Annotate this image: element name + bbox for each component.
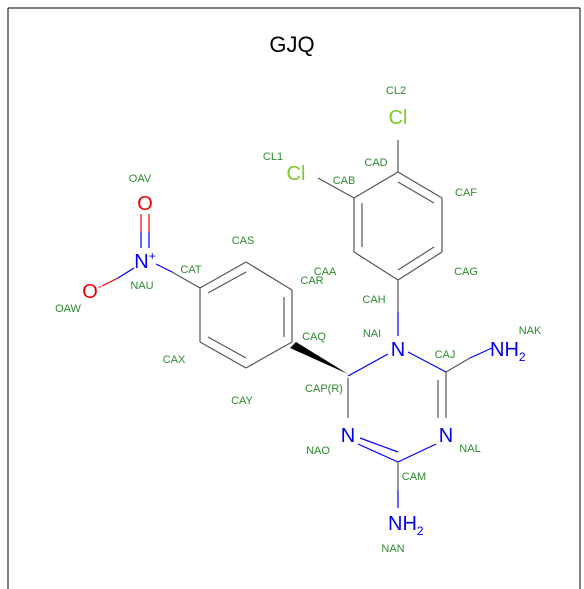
label-caj: CAJ: [435, 349, 456, 361]
label-cas: CAS: [232, 235, 255, 247]
label-cay: CAY: [231, 395, 253, 407]
label-caa: CAA: [314, 266, 337, 278]
atom-nh2-top: NH2: [490, 339, 526, 364]
label-nan: NAN: [381, 543, 404, 555]
atom-o-double: O: [137, 193, 153, 215]
label-cab: CAB: [333, 175, 356, 187]
label-cad: CAD: [364, 157, 387, 169]
label-nai: NAI: [363, 328, 381, 340]
atom-cl1: Cl: [287, 163, 306, 185]
diagram-title: GJQ: [269, 32, 314, 57]
label-cax: CAX: [163, 354, 186, 366]
label-cat: CAT: [180, 264, 201, 276]
label-nal: NAL: [459, 443, 480, 455]
label-oav: OAV: [129, 173, 152, 185]
atom-n-right: N: [439, 425, 453, 447]
atom-n-left: N: [341, 425, 355, 447]
label-caf: CAF: [455, 187, 477, 199]
label-cah: CAH: [362, 294, 385, 306]
label-car: CAR: [300, 275, 323, 287]
label-nao: NAO: [306, 445, 330, 457]
wedge-bond: [290, 342, 348, 374]
atom-nh2-bottom: NH2: [388, 513, 424, 538]
atom-n-plus: N+: [134, 249, 155, 273]
dichlorophenyl-ring: [353, 171, 443, 281]
atom-cl2: Cl: [389, 107, 408, 129]
label-nau: NAU: [130, 280, 153, 292]
atom-o-minus: O-: [82, 279, 102, 303]
label-nak: NAK: [519, 325, 542, 337]
triazine-ring: [347, 351, 447, 463]
label-cl1: CL1: [263, 151, 283, 163]
nitrophenyl-ring: [199, 261, 293, 369]
label-cap: CAP(R): [305, 383, 343, 395]
label-oaw: OAW: [55, 303, 81, 315]
label-caq: CAQ: [302, 331, 326, 343]
label-cag: CAG: [454, 266, 478, 278]
label-cam: CAM: [402, 471, 426, 483]
bond-cab-cl1: [317, 177, 355, 199]
atom-n1: N: [391, 339, 405, 361]
label-cl2: CL2: [386, 85, 406, 97]
